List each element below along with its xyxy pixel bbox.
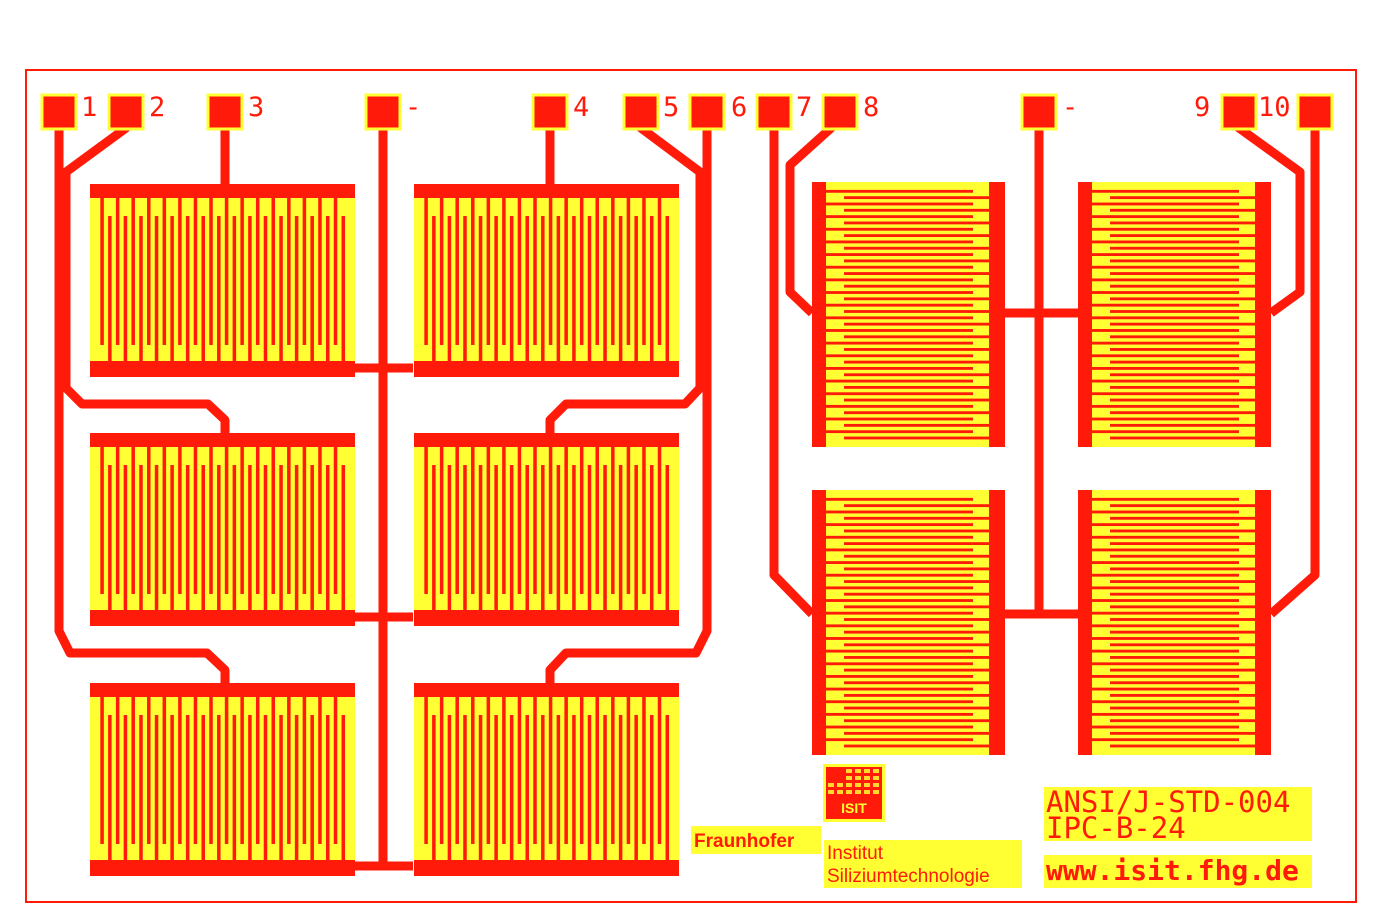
comb-middle-right <box>414 433 679 626</box>
institute-line1: Institut <box>827 843 884 864</box>
logo-grid-cell <box>873 776 879 780</box>
logo-grid-cell <box>855 790 861 794</box>
comb-top-left <box>90 184 355 377</box>
logo-grid-cell <box>846 790 852 794</box>
comb-patterns <box>90 182 1271 876</box>
pad-label-9: 9 <box>1194 92 1210 123</box>
comb-right-top-left <box>812 182 1005 447</box>
logo-grid-cell <box>855 783 861 787</box>
standard-line2: IPC-B-24 <box>1046 811 1186 845</box>
pad-1 <box>40 93 78 131</box>
logo-grid-cell <box>846 769 852 773</box>
logo-grid-cell <box>828 790 834 794</box>
pad-3 <box>206 93 244 131</box>
logo-grid-cell <box>837 790 843 794</box>
pad-9 <box>1220 93 1258 131</box>
pad-7 <box>755 93 793 131</box>
pad-gnd-right <box>1020 93 1058 131</box>
pad-label-8: 8 <box>863 92 879 123</box>
pad-label-5: 5 <box>663 92 679 123</box>
logo-grid-cell <box>864 776 870 780</box>
isit-logo: ISIT <box>823 764 885 822</box>
trace-10 <box>545 112 712 686</box>
comb-right-bottom-right <box>1078 490 1271 755</box>
pad-10 <box>1296 93 1334 131</box>
trace-9 <box>545 112 705 436</box>
logo-grid-cell <box>873 790 879 794</box>
comb-right-top-right <box>1078 182 1271 447</box>
logo-grid-cell <box>873 783 879 787</box>
pad-label-6: 6 <box>731 92 747 123</box>
comb-middle-left <box>90 433 355 626</box>
pad-label-2: 2 <box>149 92 165 123</box>
pad-5 <box>622 93 660 131</box>
pad-gnd-left <box>364 93 402 131</box>
pad-label-7: 7 <box>796 92 812 123</box>
logo-grid-cell <box>873 769 879 773</box>
pad-label-3: 3 <box>248 92 264 123</box>
pad-8 <box>821 93 859 131</box>
pad-label-4: 4 <box>573 92 589 123</box>
pad-label-gnd-right: - <box>1062 92 1078 123</box>
comb-right-bottom-left <box>812 490 1005 755</box>
logo-grid-cell <box>846 783 852 787</box>
brand-text: Fraunhofer <box>694 831 795 852</box>
logo-grid-block <box>826 767 882 797</box>
logo-grid-cell <box>864 790 870 794</box>
standard-line1: ANSI/J-STD-004 <box>1046 785 1290 819</box>
trace-8 <box>54 112 230 686</box>
pads <box>40 93 1334 131</box>
logo-grid-cell <box>864 769 870 773</box>
comb-top-right <box>414 184 679 377</box>
pad-4 <box>531 93 569 131</box>
pad-label-10: 10 <box>1258 92 1291 123</box>
board-outline <box>25 69 1357 903</box>
website-url: www.isit.fhg.de <box>1046 854 1299 887</box>
logo-grid-cell <box>864 783 870 787</box>
comb-bottom-right <box>414 683 679 876</box>
logo-grid-cell <box>855 776 861 780</box>
trace-15 <box>769 112 816 618</box>
isit-badge-text: ISIT <box>841 800 867 816</box>
logo-grid-cell <box>837 783 843 787</box>
pad-label-gnd-left: - <box>405 92 421 123</box>
comb-bottom-left <box>90 683 355 876</box>
logo-grid-cell <box>846 776 852 780</box>
institute-line2: Siliziumtechnologie <box>827 866 990 887</box>
logo-grid-cell <box>855 769 861 773</box>
pad-6 <box>688 93 726 131</box>
logo-badge-base <box>826 797 882 819</box>
pad-label-1: 1 <box>81 92 97 123</box>
pad-2 <box>107 93 145 131</box>
traces <box>54 112 1320 871</box>
logo-grid-cell <box>828 783 834 787</box>
logo-grid-icon <box>826 767 882 819</box>
trace-7 <box>61 112 230 436</box>
trace-17 <box>1268 112 1320 618</box>
